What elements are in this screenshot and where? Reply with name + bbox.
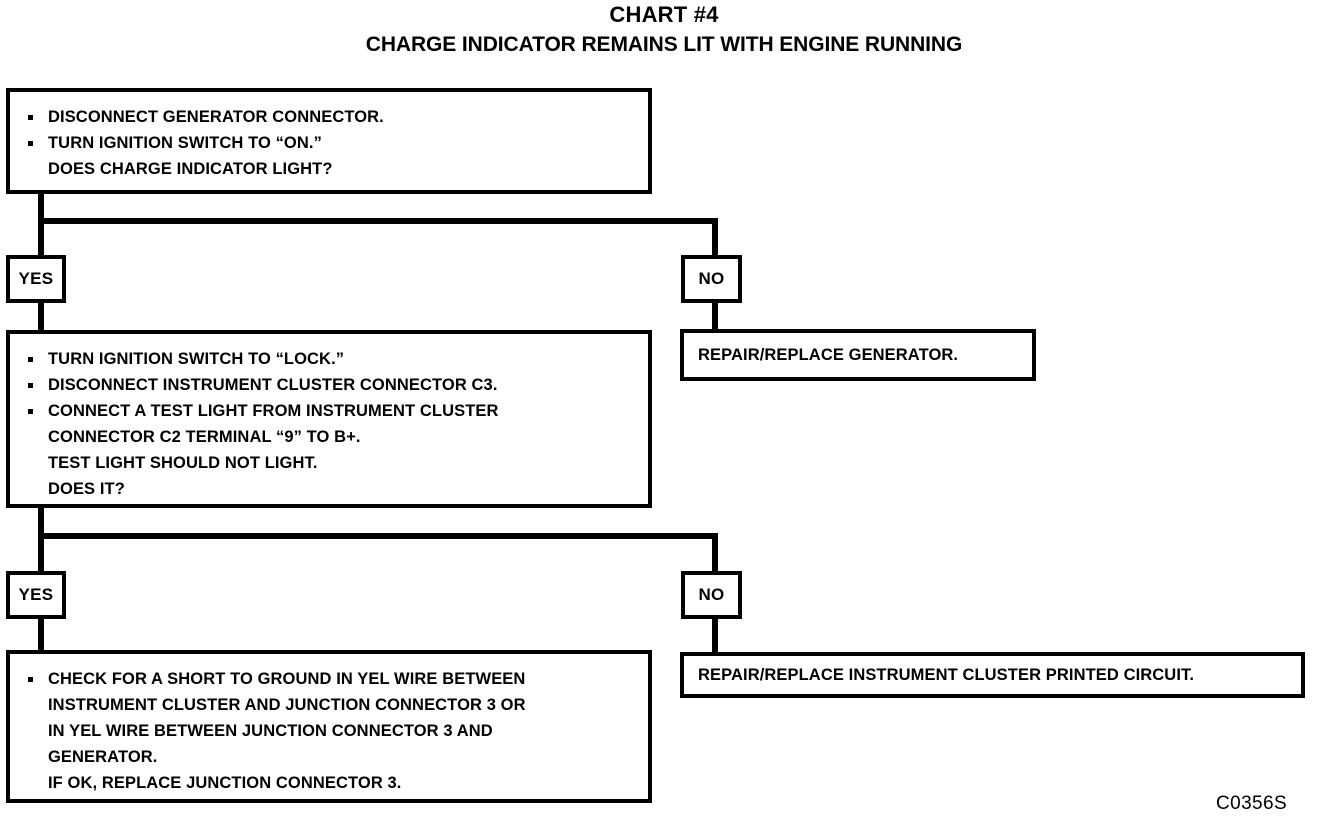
connector-branch2-yes-to-step3 xyxy=(38,617,44,653)
step2-line-2: DISCONNECT INSTRUMENT CLUSTER CONNECTOR … xyxy=(22,372,638,398)
connector-branch2-no-down xyxy=(712,533,718,572)
step2-content: TURN IGNITION SWITCH TO “LOCK.” DISCONNE… xyxy=(10,334,648,512)
step3-line-3: IN YEL WIRE BETWEEN JUNCTION CONNECTOR 3… xyxy=(48,722,493,740)
step3-line-1: CHECK FOR A SHORT TO GROUND IN YEL WIRE … xyxy=(22,666,638,692)
connector-branch2-yes-down xyxy=(38,533,44,572)
step2-no-result-box: REPAIR/REPLACE INSTRUMENT CLUSTER PRINTE… xyxy=(680,652,1305,698)
step2-line-3: CONNECT A TEST LIGHT FROM INSTRUMENT CLU… xyxy=(22,398,638,424)
step1-line-1: DISCONNECT GENERATOR CONNECTOR. xyxy=(22,104,638,130)
branch2-no-label: NO xyxy=(681,571,742,619)
step1-no-result-box: REPAIR/REPLACE GENERATOR. xyxy=(680,329,1036,381)
branch1-yes-label: YES xyxy=(6,255,66,303)
branch1-no-text: NO xyxy=(698,269,725,288)
step2-question-box: TURN IGNITION SWITCH TO “LOCK.” DISCONNE… xyxy=(6,330,652,508)
step3-action-box: CHECK FOR A SHORT TO GROUND IN YEL WIRE … xyxy=(6,650,652,803)
step2-line-6: DOES IT? xyxy=(48,480,125,498)
step1-content: DISCONNECT GENERATOR CONNECTOR. TURN IGN… xyxy=(10,92,648,192)
step3-content: CHECK FOR A SHORT TO GROUND IN YEL WIRE … xyxy=(10,654,648,806)
connector-branch2-no-to-result xyxy=(712,617,718,655)
connector-branch1-yes-down xyxy=(38,218,44,256)
connector-branch1-yes-to-step2 xyxy=(38,301,44,333)
page-subtitle: CHARGE INDICATOR REMAINS LIT WITH ENGINE… xyxy=(365,33,963,56)
connector-branch1-no-down xyxy=(712,218,718,256)
step2-no-result-text: REPAIR/REPLACE INSTRUMENT CLUSTER PRINTE… xyxy=(698,666,1195,684)
connector-step1-down xyxy=(38,192,44,222)
branch2-yes-text: YES xyxy=(18,585,54,604)
step3-line-4: GENERATOR. xyxy=(48,748,158,766)
connector-branch1-no-to-result xyxy=(712,301,718,331)
step1-no-result-text: REPAIR/REPLACE GENERATOR. xyxy=(698,346,959,364)
step1-line-2: TURN IGNITION SWITCH TO “ON.” xyxy=(22,130,638,156)
branch1-no-label: NO xyxy=(681,255,742,303)
step2-line-5: TEST LIGHT SHOULD NOT LIGHT. xyxy=(48,454,318,472)
branch2-yes-label: YES xyxy=(6,571,66,619)
step1-line-3: DOES CHARGE INDICATOR LIGHT? xyxy=(48,160,333,178)
step3-line-5: IF OK, REPLACE JUNCTION CONNECTOR 3. xyxy=(48,774,402,792)
step2-line-4: CONNECTOR C2 TERMINAL “9” TO B+. xyxy=(48,428,361,446)
branch1-yes-text: YES xyxy=(18,269,54,288)
connector-branch1-horizontal xyxy=(38,218,718,224)
step1-question-box: DISCONNECT GENERATOR CONNECTOR. TURN IGN… xyxy=(6,88,652,194)
chart-code-label: C0356S xyxy=(1216,793,1288,814)
step2-line-1: TURN IGNITION SWITCH TO “LOCK.” xyxy=(22,346,638,372)
connector-step2-down xyxy=(38,506,44,538)
branch2-no-text: NO xyxy=(698,585,725,604)
connector-branch2-horizontal xyxy=(38,533,718,539)
page-title: CHART #4 xyxy=(609,2,719,27)
step3-line-2: INSTRUMENT CLUSTER AND JUNCTION CONNECTO… xyxy=(48,696,526,714)
